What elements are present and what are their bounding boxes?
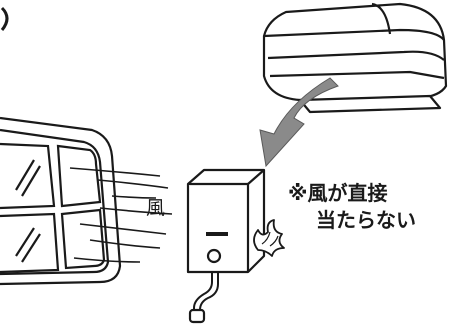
window-frame	[0, 116, 122, 286]
knob-icon	[206, 248, 222, 264]
flame-detail	[261, 231, 279, 247]
flame-icon	[253, 219, 285, 257]
note-line-1: ※風が直接	[288, 181, 387, 205]
note-line-2: 当たらない	[316, 208, 416, 232]
air-conditioner-unit	[262, 2, 448, 114]
water-heater-unit	[186, 168, 266, 324]
wind-lines	[69, 167, 173, 263]
wind-label: 風	[146, 197, 165, 219]
cropped-bracket	[0, 6, 9, 31]
airflow-arrow	[259, 77, 339, 168]
